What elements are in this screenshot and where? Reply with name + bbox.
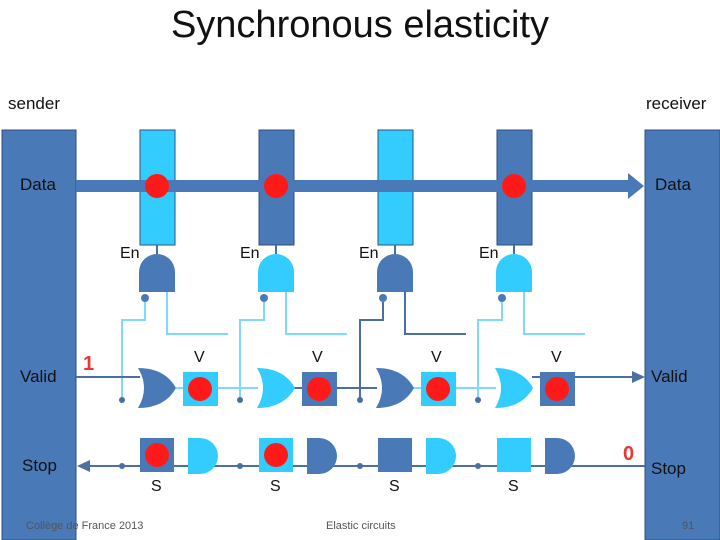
data-token-3: [502, 174, 526, 198]
data-label-left: Data: [20, 175, 56, 194]
junction-dot: [119, 463, 125, 469]
stop-latch-4: [497, 438, 531, 472]
stop-gate-4: [545, 438, 575, 474]
footer-left: Collège de France 2013: [26, 520, 144, 532]
en-bubble-4: [498, 294, 506, 302]
stop-label-left: Stop: [22, 456, 57, 475]
en-bubble-2: [260, 294, 268, 302]
junction-dot: [475, 397, 481, 403]
s-label-3: S: [389, 478, 400, 495]
valid-arrowhead: [632, 371, 645, 383]
v-label-4: V: [551, 349, 562, 366]
valid-input-value: 1: [83, 353, 95, 375]
stop-input-value: 0: [623, 443, 635, 465]
junction-dot: [237, 397, 243, 403]
v-label-1: V: [194, 349, 205, 366]
enable-gate-1: [139, 254, 175, 292]
s-label-1: S: [151, 478, 162, 495]
receiver-block: [644, 129, 720, 540]
en-feedback-3: [359, 292, 466, 400]
en-label-4: En: [479, 245, 499, 262]
stop-token-1: [145, 443, 169, 467]
valid-token-3: [426, 377, 450, 401]
sender-label: sender: [8, 94, 60, 113]
stop-arrowhead: [77, 460, 90, 472]
stop-gate-3: [426, 438, 456, 474]
page-number: 91: [682, 520, 695, 532]
junction-dot: [357, 463, 363, 469]
v-label-2: V: [312, 349, 323, 366]
en-label-1: En: [120, 245, 140, 262]
junction-dot: [119, 397, 125, 403]
junction-dot: [237, 463, 243, 469]
data-label-right: Data: [655, 175, 691, 194]
footer-center: Elastic circuits: [326, 520, 396, 532]
stop-latch-3: [378, 438, 412, 472]
data-token-1: [145, 174, 169, 198]
s-label-2: S: [270, 478, 281, 495]
or-gate-2: [257, 368, 295, 408]
stop-gate-2: [307, 438, 337, 474]
en-bubble-3: [379, 294, 387, 302]
s-label-4: S: [508, 478, 519, 495]
v-label-3: V: [431, 349, 442, 366]
enable-gate-4: [496, 254, 532, 292]
receiver-label: receiver: [646, 94, 707, 113]
en-label-2: En: [240, 245, 260, 262]
slide-title: Synchronous elasticity: [170, 4, 550, 46]
or-gate-1: [138, 368, 176, 408]
data-token-2: [264, 174, 288, 198]
en-feedback-2: [239, 292, 347, 400]
data-bus-arrowhead: [628, 173, 644, 199]
valid-token-1: [188, 377, 212, 401]
stop-gate-1: [188, 438, 218, 474]
valid-label-left: Valid: [20, 367, 57, 386]
enable-gate-2: [258, 254, 294, 292]
junction-dot: [475, 463, 481, 469]
sender-block: [1, 129, 77, 540]
stop-token-2: [264, 443, 288, 467]
valid-token-4: [545, 377, 569, 401]
data-bus: [76, 180, 631, 192]
valid-token-2: [307, 377, 331, 401]
valid-label-right: Valid: [651, 367, 688, 386]
enable-gate-3: [377, 254, 413, 292]
en-feedback-1: [121, 292, 228, 400]
junction-dot: [357, 397, 363, 403]
en-feedback-4: [477, 292, 585, 400]
en-bubble-1: [141, 294, 149, 302]
or-gate-3: [376, 368, 414, 408]
en-label-3: En: [359, 245, 379, 262]
or-gate-4: [495, 368, 533, 408]
stop-label-right: Stop: [651, 459, 686, 478]
